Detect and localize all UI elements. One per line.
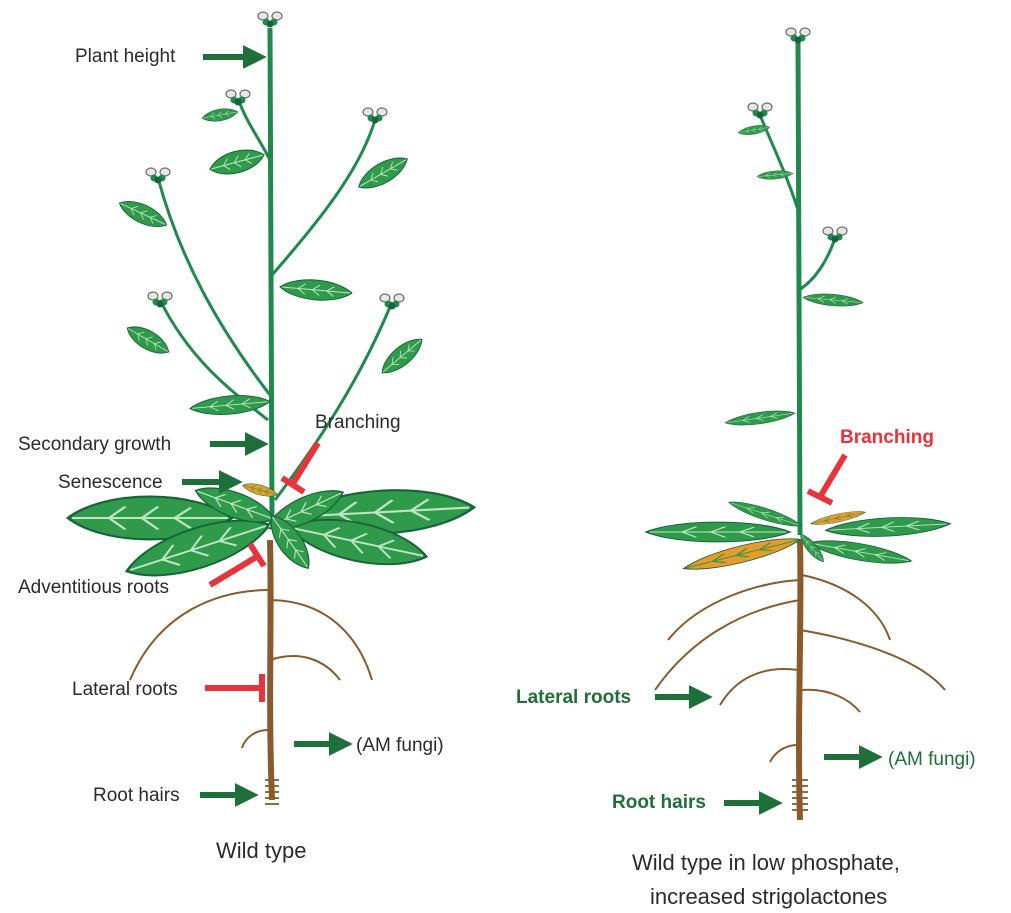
primary-root — [270, 540, 272, 800]
am-fungi-label: (AM fungi) — [356, 735, 444, 756]
wild-type-plant: Plant height Branching Secondary growth … — [18, 12, 475, 863]
senescence-label: Senescence — [58, 472, 163, 493]
lateral-roots — [130, 590, 372, 748]
wild-type-caption: Wild type — [216, 838, 306, 863]
primary-root — [799, 540, 800, 820]
lateral-roots-label: Lateral roots — [516, 687, 631, 708]
low-phosphate-caption-line2: increased strigolactones — [650, 884, 887, 909]
branching-label: Branching — [315, 412, 401, 433]
branching-label: Branching — [840, 427, 934, 448]
root-hairs-label: Root hairs — [93, 785, 180, 806]
branching-inhibition — [282, 443, 318, 492]
stems — [158, 28, 392, 520]
branching-inhibition — [808, 455, 845, 503]
stems — [760, 42, 835, 535]
low-phosphate-caption-line1: Wild type in low phosphate, — [632, 850, 900, 875]
root-hairs-label: Root hairs — [612, 792, 706, 813]
am-fungi-label: (AM fungi) — [888, 749, 976, 770]
lateral-roots-inhibition — [205, 674, 262, 702]
secondary-growth-label: Secondary growth — [18, 434, 171, 455]
lateral-roots-label: Lateral roots — [72, 679, 178, 700]
adventitious-roots-label: Adventitious roots — [18, 577, 169, 598]
plant-height-label: Plant height — [75, 46, 176, 67]
low-phosphate-plant: Branching Lateral roots (AM fungi) Root … — [516, 28, 976, 909]
